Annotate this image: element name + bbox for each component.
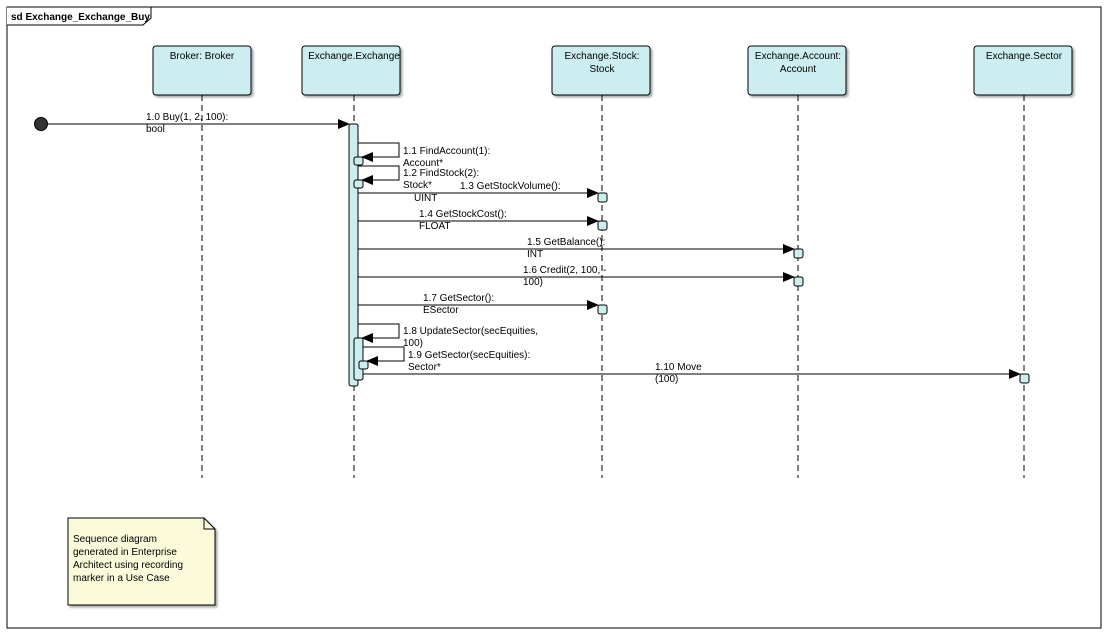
message-m1-4: 1.4 GetStockCost():FLOAT — [358, 209, 599, 232]
lifeline-box-stock — [551, 45, 651, 96]
lifeline-account: Exchange.Account: Account — [747, 45, 847, 478]
lifeline-box-exchange — [301, 45, 401, 96]
message-label: 1.9 GetSector(secEquities): — [408, 350, 530, 361]
lifeline-sector: Exchange.Sector — [973, 45, 1073, 478]
message-label: 1.5 GetBalance(): — [527, 237, 605, 248]
frame-title-tab — [7, 6, 152, 26]
message-label: 1.4 GetStockCost(): — [419, 209, 507, 220]
lifeline-broker: Broker: Broker — [152, 45, 252, 478]
note-line-1: Sequence diagram — [73, 534, 157, 545]
message-label: FLOAT — [419, 221, 450, 232]
diagram-note: Sequence diagram generated in Enterprise… — [67, 517, 216, 606]
message-m1-7: 1.7 GetSector():ESector — [358, 293, 599, 316]
message-m1-1: 1.1 FindAccount(1):Account* — [358, 142, 490, 169]
lifeline-label-exchange: Exchange.Exchange — [308, 51, 400, 62]
message-label: 1.2 FindStock(2): — [403, 168, 479, 179]
lifeline-label-sector: Exchange.Sector — [986, 51, 1063, 62]
note-line-3: Architect using recording — [73, 560, 183, 571]
message-m1-10: 1.10 Move(100) — [363, 362, 1021, 385]
activation-exchange-update-sector — [353, 337, 364, 381]
lifeline-label-stock: Exchange.Stock: — [564, 51, 639, 62]
message-label: 1.8 UpdateSector(secEquities, — [403, 326, 538, 337]
message-label: Stock* — [403, 180, 432, 191]
message-label: 100) — [403, 338, 423, 349]
message-m1-0: 1.0 Buy(1, 2, 100):bool — [34, 112, 350, 135]
message-label: ESector — [423, 305, 459, 316]
activation-account-1-5 — [793, 248, 804, 259]
diagram-frame — [6, 6, 1102, 629]
activation-self-1-2 — [353, 179, 364, 189]
self-message-arrow — [363, 346, 405, 366]
message-label: bool — [146, 124, 165, 135]
message-m1-2: 1.2 FindStock(2):Stock* — [358, 165, 479, 191]
message-m1-8: 1.8 UpdateSector(secEquities,100) — [358, 323, 538, 349]
note-line-2: generated in Enterprise — [73, 547, 177, 558]
message-m1-9: 1.9 GetSector(secEquities):Sector* — [363, 346, 530, 373]
activation-sector-1-10 — [1019, 373, 1030, 384]
message-label: (100) — [655, 374, 678, 385]
self-message-arrow — [358, 323, 400, 343]
message-label: 1.7 GetSector(): — [423, 293, 494, 304]
message-m1-6: 1.6 Credit(2, 100, -100) — [358, 265, 795, 288]
message-label: 1.0 Buy(1, 2, 100): — [146, 112, 228, 123]
lifeline-label-account: Account — [780, 64, 816, 75]
message-label: UINT — [414, 193, 437, 204]
found-message-start — [34, 117, 48, 131]
message-label: 1.6 Credit(2, 100, - — [523, 265, 606, 276]
self-message-arrow — [358, 142, 400, 162]
lifeline-box-account — [747, 45, 847, 96]
message-label: INT — [527, 249, 543, 260]
message-m1-3: 1.3 GetStockVolume(): UINT — [358, 181, 599, 204]
message-label: 1.1 FindAccount(1): — [403, 146, 490, 157]
activation-account-1-6 — [793, 276, 804, 287]
frame-title: sd Exchange_Exchange_Buy — [11, 12, 150, 23]
message-label: 1.3 GetStockVolume(): — [460, 181, 561, 192]
message-label: 1.10 Move — [655, 362, 702, 373]
note-line-4: marker in a Use Case — [73, 573, 170, 584]
lifeline-label-account: Exchange.Account: — [755, 51, 841, 62]
lifeline-label-broker: Broker: Broker — [170, 51, 235, 62]
activation-exchange-main — [348, 123, 359, 387]
message-m1-5: 1.5 GetBalance():INT — [358, 237, 795, 260]
lifeline-box-broker — [152, 45, 252, 96]
message-label: Account* — [403, 158, 443, 169]
activation-stock-1-4 — [597, 220, 608, 231]
lifeline-stock: Exchange.Stock: Stock — [551, 45, 651, 478]
message-label: 100) — [523, 277, 543, 288]
activation-self-1-1 — [353, 156, 364, 166]
message-label: Sector* — [408, 362, 441, 373]
self-message-arrow — [358, 165, 400, 185]
activation-stock-1-7 — [597, 304, 608, 315]
activation-stock-1-3 — [597, 192, 608, 203]
lifeline-box-sector — [973, 45, 1073, 96]
activation-self-1-9 — [358, 360, 369, 370]
lifeline-label-stock: Stock — [589, 64, 615, 75]
